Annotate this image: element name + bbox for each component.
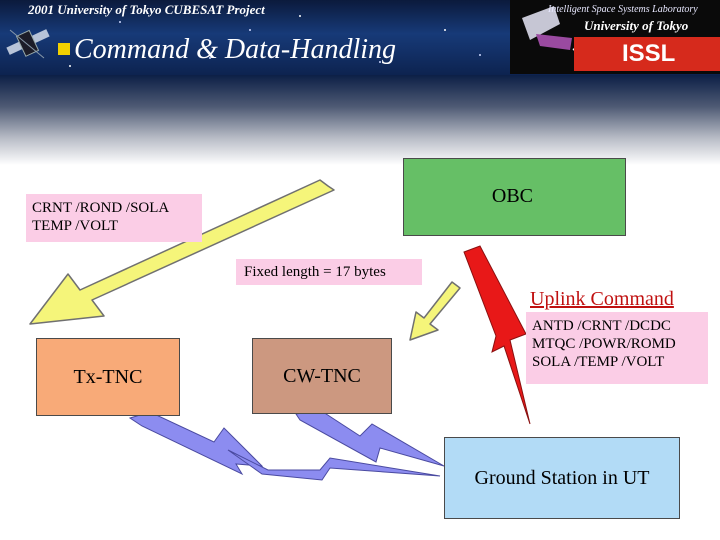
ground-station-box: Ground Station in UT bbox=[444, 437, 680, 519]
sensor-data-line: TEMP /VOLT bbox=[32, 218, 118, 234]
satellite-icon bbox=[6, 29, 50, 59]
header-fade bbox=[0, 75, 720, 165]
uplink-command-line: ANTD /CRNT /DCDC bbox=[532, 318, 671, 334]
project-line: 2001 University of Tokyo CUBESAT Project bbox=[28, 2, 265, 17]
lightning-bolt-icon bbox=[463, 245, 531, 425]
uplink-commands-note: ANTD /CRNT /DCDC MTQC /POWR/ROMD SOLA /T… bbox=[526, 312, 708, 384]
uplink-command-label: Uplink Command bbox=[530, 288, 674, 310]
lightning-bolt-icon bbox=[227, 449, 441, 481]
down-arrow-icon bbox=[29, 179, 335, 325]
university-name: University of Tokyo bbox=[584, 18, 689, 33]
cw-tnc-label: CW-TNC bbox=[283, 364, 361, 387]
starfield-background bbox=[69, 15, 481, 67]
obc-label: OBC bbox=[491, 185, 533, 207]
fixed-length-note: Fixed length = 17 bytes bbox=[236, 259, 422, 285]
tx-tnc-box: Tx-TNC bbox=[36, 338, 180, 416]
issl-logo-text: ISSL bbox=[622, 40, 676, 67]
page-title: Command & Data-Handling bbox=[58, 34, 396, 66]
ground-station-label: Ground Station in UT bbox=[474, 466, 650, 489]
sensor-data-note: CRNT /ROND /SOLA TEMP /VOLT bbox=[26, 194, 202, 242]
obc-box: OBC bbox=[403, 158, 626, 236]
sensor-data-line: CRNT /ROND /SOLA bbox=[32, 200, 170, 216]
page-title-text: Command & Data-Handling bbox=[74, 34, 396, 65]
lightning-bolt-icon bbox=[128, 411, 264, 476]
tx-tnc-label: Tx-TNC bbox=[73, 365, 143, 388]
title-bullet bbox=[58, 43, 70, 55]
lightning-bolt-icon bbox=[295, 409, 445, 467]
lab-name: Intelligent Space Systems Laboratory bbox=[548, 4, 698, 15]
issl-logo-bar bbox=[574, 37, 720, 71]
uplink-command-line: MTQC /POWR/ROMD bbox=[532, 336, 676, 352]
down-arrow-icon bbox=[409, 281, 461, 341]
cw-tnc-box: CW-TNC bbox=[252, 338, 392, 414]
uplink-command-line: SOLA /TEMP /VOLT bbox=[532, 354, 665, 370]
